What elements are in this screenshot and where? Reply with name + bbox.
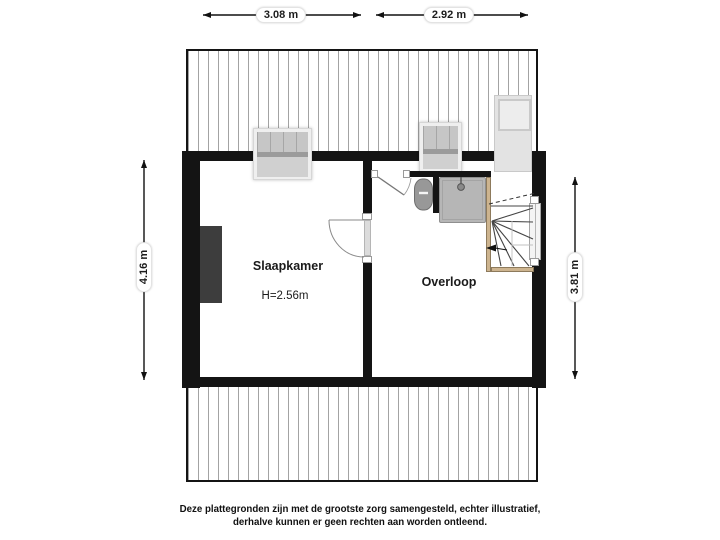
ceiling-height-label: H=2.56m <box>261 290 309 302</box>
window-glass <box>257 132 308 152</box>
chimney-structure <box>494 95 532 172</box>
window-jamb <box>530 196 539 204</box>
window-sill <box>423 154 458 169</box>
room-label-overloop: Overloop <box>421 275 477 289</box>
chimney-block <box>200 226 222 303</box>
door-jamb <box>403 170 410 178</box>
window-jamb <box>530 258 539 266</box>
dimension-label-right: 3.81 m <box>567 251 583 303</box>
door-jamb <box>362 213 372 220</box>
side-window-frame <box>535 204 536 259</box>
roof-window-middle <box>419 122 462 172</box>
wall-bottom <box>182 377 546 387</box>
disclaimer-line-1: Deze plattegronden zijn met de grootste … <box>179 504 541 515</box>
stair-balustrade-bottom <box>491 267 534 272</box>
stair-balustrade-vertical <box>486 177 491 272</box>
disclaimer-text: Deze plattegronden zijn met de grootste … <box>0 503 720 529</box>
wall-interior-upper <box>363 161 372 219</box>
disclaimer-line-2: derhalve kunnen er geen rechten aan word… <box>232 517 488 528</box>
wall-interior-lower <box>363 257 372 377</box>
side-window <box>529 203 541 260</box>
window-frame-band <box>423 149 458 154</box>
window-frame-band <box>257 152 308 157</box>
roof-hatch-bottom <box>186 385 538 482</box>
wall-right <box>532 151 546 388</box>
room-label-slaapkamer: Slaapkamer <box>252 259 324 273</box>
wall-stub-toilet <box>433 172 439 213</box>
shower-tray <box>439 177 486 223</box>
wall-overloop-top-right <box>404 171 491 177</box>
roof-window-left <box>253 128 312 180</box>
dimension-label-top-right: 2.92 m <box>423 7 475 23</box>
wall-top <box>182 151 546 161</box>
window-glass <box>423 126 458 149</box>
door-jamb <box>371 170 378 178</box>
shower-tray-inner <box>442 180 483 220</box>
door-jamb <box>362 256 372 263</box>
door-leaf-bedroom <box>364 220 371 256</box>
dimension-label-left: 4.16 m <box>136 241 152 293</box>
wall-left <box>182 151 200 388</box>
dimension-label-top-left: 3.08 m <box>255 7 307 23</box>
window-sill <box>257 157 308 177</box>
chimney-window <box>498 99 531 131</box>
roof-hatch-top <box>186 49 538 153</box>
